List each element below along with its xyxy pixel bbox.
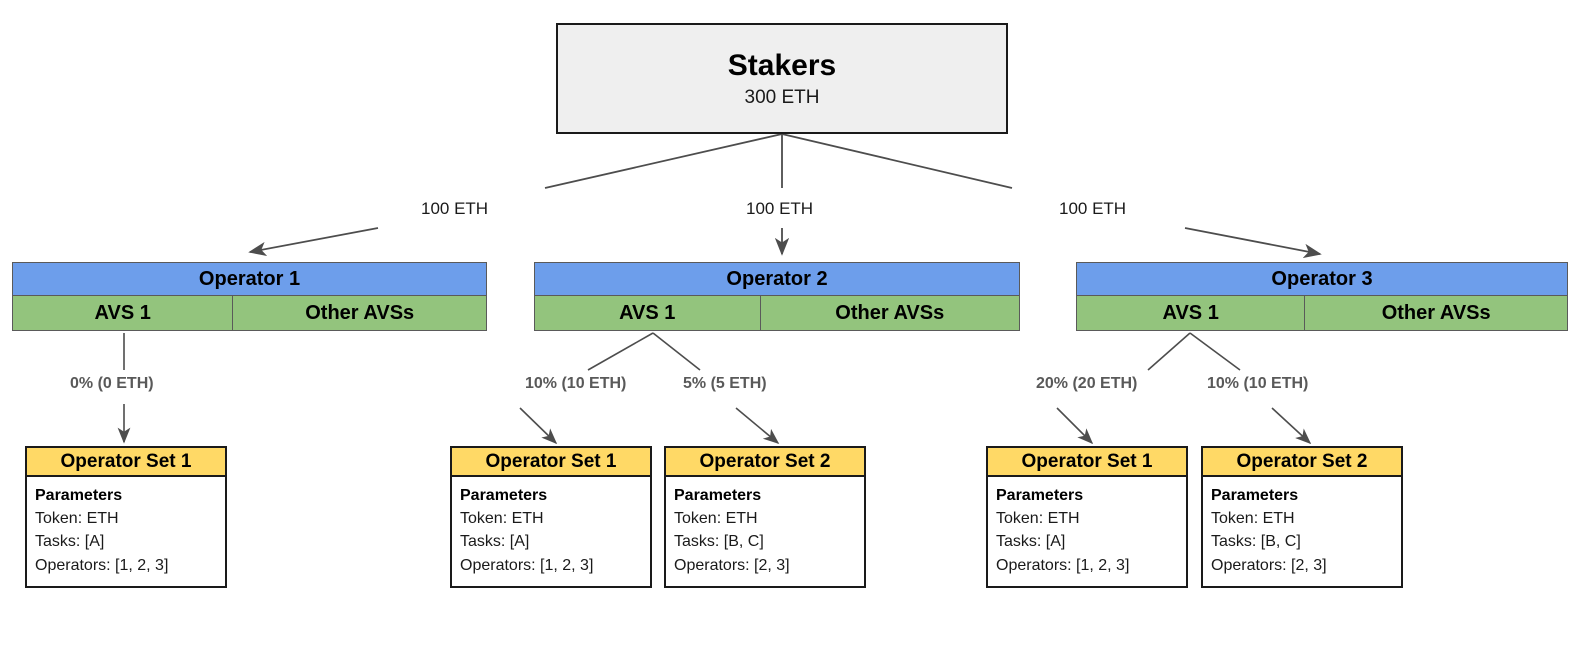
param-tasks: Tasks: [B, C]	[1211, 533, 1301, 551]
operator-group-1[interactable]: Operator 1 AVS 1 Other AVSs	[12, 262, 487, 331]
operator-set-card-op2-2[interactable]: Operator Set 2 Parameters Token: ETH Tas…	[664, 446, 866, 588]
operator-set-body: Parameters Token: ETH Tasks: [B, C] Oper…	[1201, 477, 1403, 588]
operator-set-card-op1-1[interactable]: Operator Set 1 Parameters Token: ETH Tas…	[25, 446, 227, 588]
operator-set-title: Operator Set 1	[986, 446, 1188, 477]
stakers-node[interactable]: Stakers 300 ETH	[556, 23, 1008, 134]
operator-2-avs-other[interactable]: Other AVSs	[760, 296, 1019, 330]
operator-2-header: Operator 2	[534, 262, 1020, 296]
param-tasks: Tasks: [A]	[35, 533, 105, 551]
stakers-amount: 300 ETH	[744, 86, 820, 108]
operator-set-body: Parameters Token: ETH Tasks: [A] Operato…	[986, 477, 1188, 588]
edge-stakers-to-operator-1	[248, 133, 783, 257]
param-operators: Operators: [1, 2, 3]	[460, 556, 594, 574]
operator-set-title: Operator Set 1	[25, 446, 227, 477]
param-operators: Operators: [1, 2, 3]	[996, 556, 1130, 574]
operator-group-2[interactable]: Operator 2 AVS 1 Other AVSs	[534, 262, 1020, 331]
param-token: Token: ETH	[996, 510, 1080, 528]
param-tasks: Tasks: [A]	[996, 533, 1066, 551]
stakers-title: Stakers	[727, 48, 837, 82]
param-token: Token: ETH	[1211, 510, 1295, 528]
operator-2-avs-primary[interactable]: AVS 1	[535, 296, 761, 330]
operator-3-header: Operator 3	[1076, 262, 1568, 296]
operator-2-avs-row: AVS 1 Other AVSs	[534, 296, 1020, 331]
operator-set-card-op3-1[interactable]: Operator Set 1 Parameters Token: ETH Tas…	[986, 446, 1188, 588]
param-tasks: Tasks: [A]	[460, 533, 530, 551]
parameters-heading: Parameters	[996, 487, 1084, 504]
allocation-label-op1-set1: 0% (0 ETH)	[70, 375, 154, 392]
edge-label-stake-3: 100 ETH	[1059, 199, 1127, 218]
allocation-label-op2-set1: 10% (10 ETH)	[525, 375, 627, 392]
param-operators: Operators: [2, 3]	[674, 556, 790, 574]
param-token: Token: ETH	[460, 510, 544, 528]
operator-set-title: Operator Set 2	[1201, 446, 1403, 477]
operator-set-title: Operator Set 2	[664, 446, 866, 477]
edge-label-stake-2: 100 ETH	[746, 199, 814, 218]
param-token: Token: ETH	[35, 510, 119, 528]
param-operators: Operators: [1, 2, 3]	[35, 556, 169, 574]
operator-set-title: Operator Set 1	[450, 446, 652, 477]
parameters-heading: Parameters	[35, 487, 123, 504]
operator-1-header: Operator 1	[12, 262, 487, 296]
operator-set-body: Parameters Token: ETH Tasks: [A] Operato…	[25, 477, 227, 588]
param-tasks: Tasks: [B, C]	[674, 533, 764, 551]
operator-3-avs-row: AVS 1 Other AVSs	[1076, 296, 1568, 331]
parameters-heading: Parameters	[674, 487, 762, 504]
operator-1-avs-other[interactable]: Other AVSs	[233, 296, 486, 330]
allocation-label-op3-set1: 20% (20 ETH)	[1036, 375, 1138, 392]
parameters-heading: Parameters	[460, 487, 548, 504]
allocation-label-op3-set2: 10% (10 ETH)	[1207, 375, 1309, 392]
operator-set-card-op2-1[interactable]: Operator Set 1 Parameters Token: ETH Tas…	[450, 446, 652, 588]
param-token: Token: ETH	[674, 510, 758, 528]
operator-3-avs-other[interactable]: Other AVSs	[1305, 296, 1567, 330]
operator-1-avs-row: AVS 1 Other AVSs	[12, 296, 487, 331]
operator-set-card-op3-2[interactable]: Operator Set 2 Parameters Token: ETH Tas…	[1201, 446, 1403, 588]
edge-label-stake-1: 100 ETH	[421, 199, 489, 218]
operator-3-avs-primary[interactable]: AVS 1	[1077, 296, 1306, 330]
edge-stakers-to-operator-3	[781, 133, 1322, 259]
operator-set-body: Parameters Token: ETH Tasks: [A] Operato…	[450, 477, 652, 588]
allocation-label-op2-set2: 5% (5 ETH)	[683, 375, 767, 392]
parameters-heading: Parameters	[1211, 487, 1299, 504]
operator-group-3[interactable]: Operator 3 AVS 1 Other AVSs	[1076, 262, 1568, 331]
operator-set-body: Parameters Token: ETH Tasks: [B, C] Oper…	[664, 477, 866, 588]
param-operators: Operators: [2, 3]	[1211, 556, 1327, 574]
operator-1-avs-primary[interactable]: AVS 1	[13, 296, 234, 330]
